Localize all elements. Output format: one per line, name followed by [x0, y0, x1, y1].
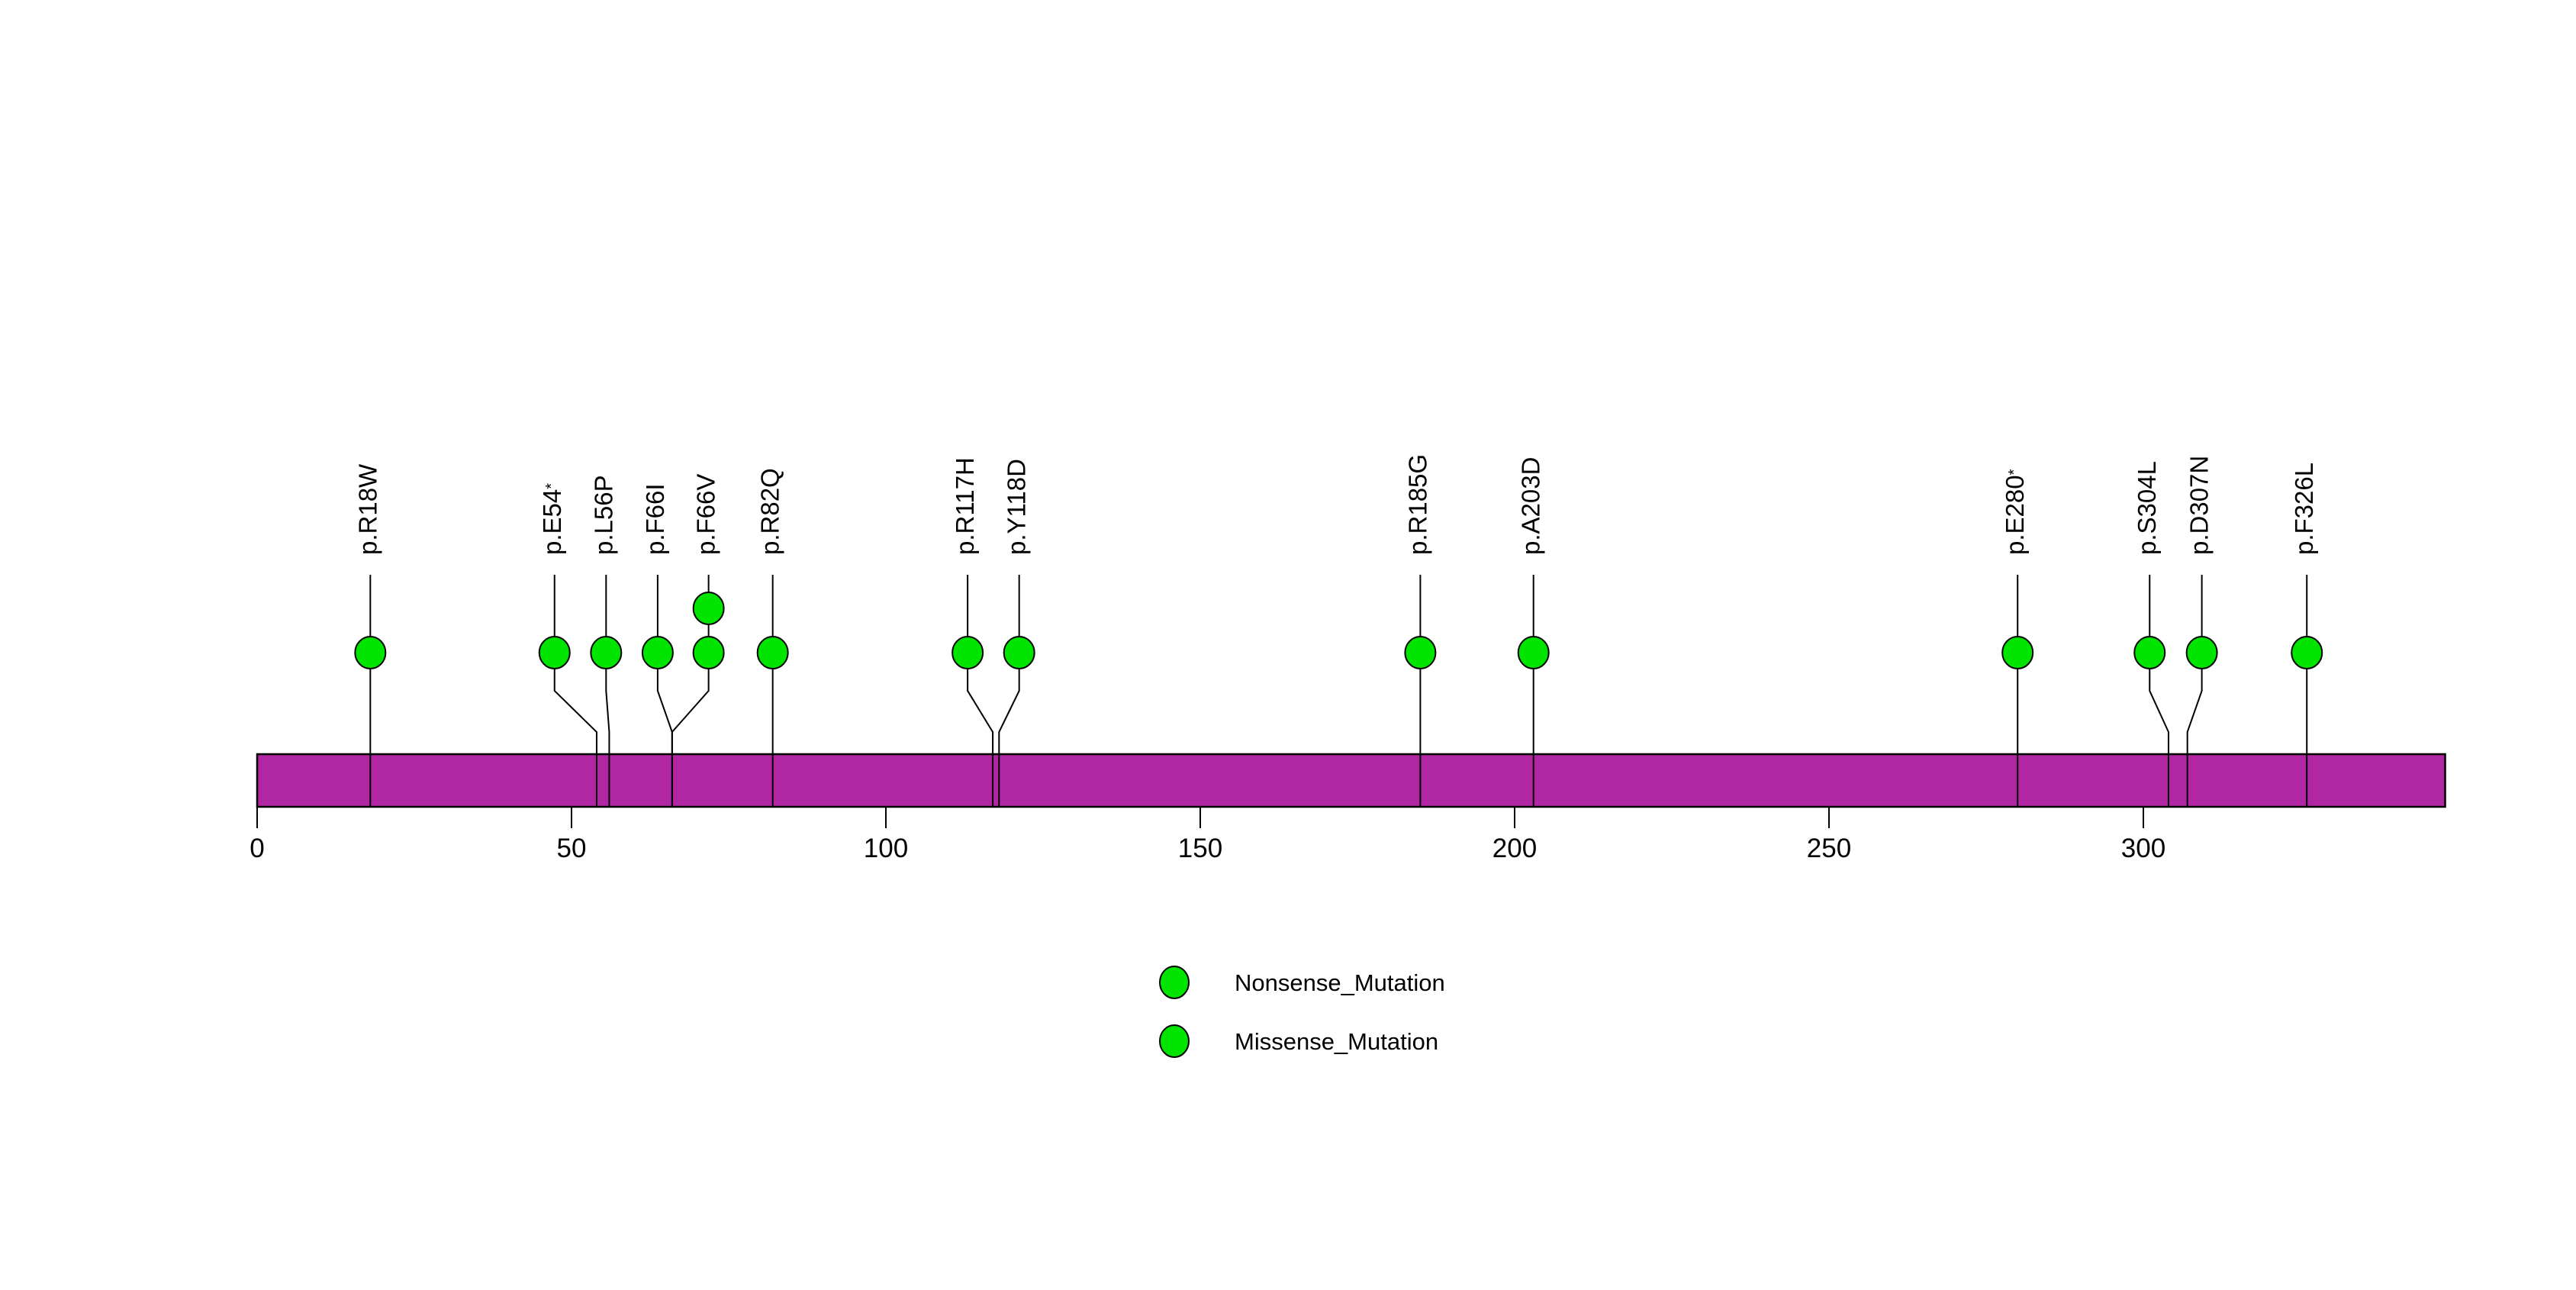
marker-missense_mutation	[2291, 636, 2323, 669]
x-axis-tick-label: 50	[557, 834, 587, 863]
lollipop-p.E280*: p.E280*	[2001, 469, 2034, 807]
lollipop-p.R117H: p.R117H	[951, 457, 994, 807]
legend-marker-missense-icon	[1159, 1024, 1190, 1058]
lollipop-p.F326L: p.F326L	[2290, 463, 2323, 807]
x-axis-tick-label: 0	[250, 834, 264, 863]
legend-marker-nonsense-icon	[1159, 966, 1190, 999]
stem-lower-kinked	[967, 668, 994, 807]
lollipop-p.F66V: p.F66V	[671, 474, 725, 807]
marker-missense_mutation	[2185, 636, 2218, 669]
mutation-label: p.A203D	[1517, 457, 1545, 555]
mutation-label: p.D307N	[2185, 456, 2214, 555]
stem-lower-kinked	[671, 668, 710, 807]
mutation-label: p.F66I	[641, 483, 669, 555]
marker-missense_mutation	[692, 592, 725, 625]
protein-bar	[256, 753, 2446, 808]
x-axis-tick-label: 300	[2121, 834, 2165, 863]
stem-lower-kinked	[2186, 668, 2203, 807]
marker-missense_mutation	[590, 636, 623, 669]
mutation-label: p.R117H	[951, 457, 979, 555]
legend-item-nonsense: Nonsense_Mutation	[1159, 966, 1445, 999]
x-axis-tick-label: 100	[864, 834, 908, 863]
marker-missense_mutation	[1404, 636, 1437, 669]
mutation-label: p.F326L	[2290, 463, 2318, 555]
legend-label-nonsense: Nonsense_Mutation	[1235, 969, 1445, 996]
mutation-label: p.R18W	[353, 463, 382, 555]
x-axis-tick-label: 150	[1178, 834, 1222, 863]
lollipop-p.L56P: p.L56P	[589, 475, 623, 807]
marker-missense_mutation	[641, 636, 674, 669]
mutation-label: p.R185G	[1403, 454, 1431, 555]
mutation-label: p.L56P	[589, 475, 617, 555]
mutation-label: p.E54*	[538, 483, 566, 555]
marker-nonsense_mutation	[538, 636, 571, 669]
marker-nonsense_mutation	[2001, 636, 2034, 669]
stem-lower-kinked	[605, 668, 610, 807]
marker-missense_mutation	[354, 636, 387, 669]
lollipop-p.S304L: p.S304L	[2133, 461, 2169, 807]
lollipop-p.R82Q: p.R82Q	[756, 468, 789, 807]
marker-missense_mutation	[692, 636, 725, 669]
legend-label-missense: Missense_Mutation	[1235, 1028, 1438, 1055]
marker-missense_mutation	[2133, 636, 2166, 669]
lollipop-p.R18W: p.R18W	[353, 463, 387, 807]
mutation-label: p.E280*	[2001, 469, 2029, 555]
mutation-label: p.S304L	[2133, 461, 2161, 555]
marker-missense_mutation	[756, 636, 789, 669]
x-axis-tick-label: 250	[1807, 834, 1851, 863]
lollipop-p.D307N: p.D307N	[2185, 456, 2218, 807]
legend-item-missense: Missense_Mutation	[1159, 1024, 1438, 1058]
mutation-label: p.Y118D	[1003, 459, 1031, 555]
marker-missense_mutation	[952, 636, 984, 669]
lollipops-group: p.R18W p.E54* p.L56P p.F66I p.F66V p.R82Q p.R1…	[353, 454, 2323, 807]
mutation-label: p.R82Q	[756, 468, 784, 555]
stem-lower-kinked	[998, 668, 1020, 807]
legend: Nonsense_Mutation Missense_Mutation	[1159, 966, 1445, 1058]
x-axis: 0 50 100 150 200 250 300	[250, 807, 2165, 863]
protein-bar-group	[256, 753, 2446, 808]
lollipop-p.Y118D: p.Y118D	[998, 459, 1035, 807]
lollipop-p.A203D: p.A203D	[1517, 457, 1550, 807]
marker-missense_mutation	[1003, 636, 1035, 669]
lollipop-p.R185G: p.R185G	[1403, 454, 1437, 807]
lollipop-p.E54*: p.E54*	[538, 483, 597, 807]
stem-lower-kinked	[2149, 668, 2169, 807]
marker-missense_mutation	[1517, 636, 1550, 669]
stem-lower-kinked	[553, 668, 597, 807]
mutation-label: p.F66V	[692, 474, 720, 555]
x-axis-tick-label: 200	[1492, 834, 1537, 863]
